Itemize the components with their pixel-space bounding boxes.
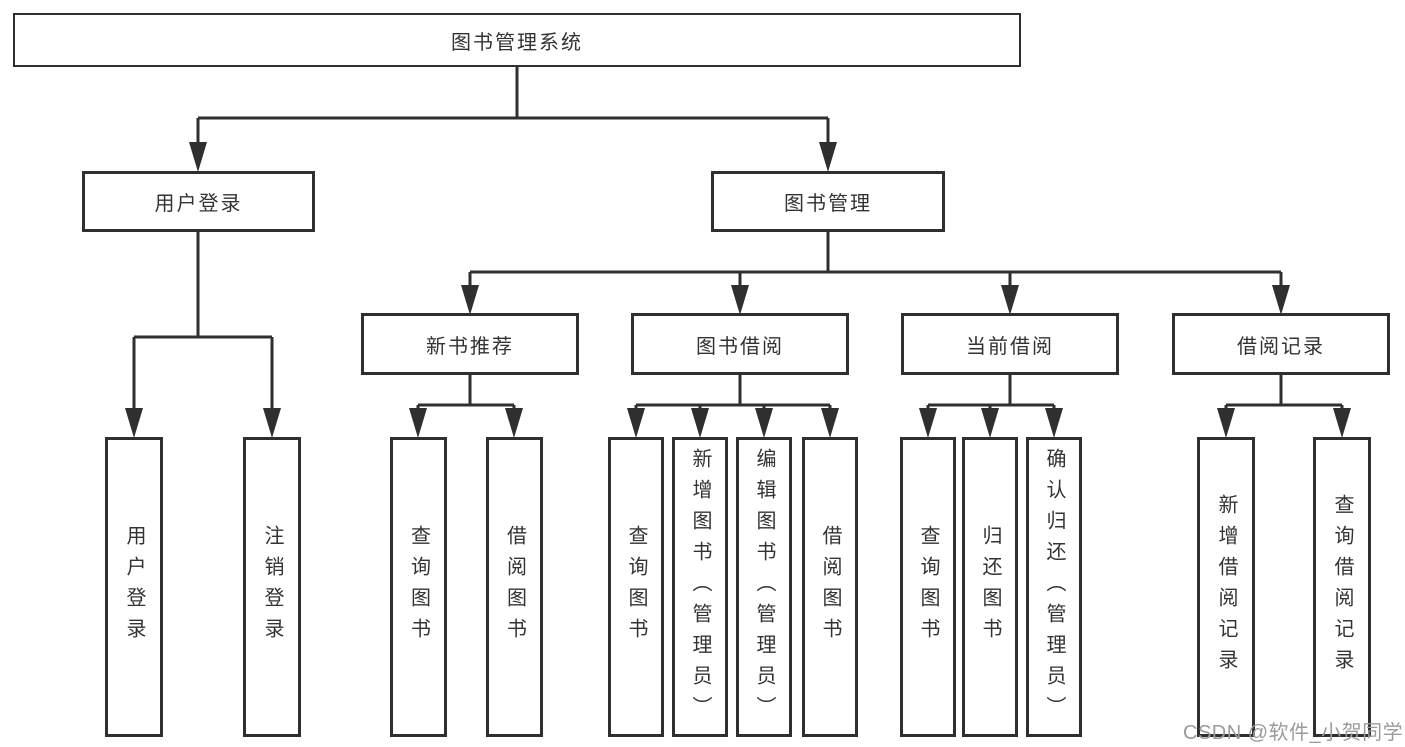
node-edit-books-admin: 编辑图书（管理员） — [736, 437, 792, 737]
node-label: 确认归还（管理员） — [1043, 447, 1065, 727]
node-label: 图书管理系统 — [451, 31, 583, 54]
node-label: 借阅记录 — [1237, 335, 1325, 358]
node-label: 新增图书（管理员） — [689, 447, 711, 727]
node-borrow-books-borrowing: 借阅图书 — [802, 437, 858, 737]
node-search-books-recommend: 查询图书 — [390, 437, 447, 737]
node-add-books-admin: 新增图书（管理员） — [672, 437, 728, 737]
node-logout: 注销登录 — [243, 437, 301, 737]
node-label: 图书管理 — [784, 193, 872, 215]
node-label: 新书推荐 — [426, 335, 514, 358]
node-label: 查询图书 — [625, 525, 647, 649]
node-label: 当前借阅 — [966, 335, 1054, 358]
node-user-login: 用户登录 — [82, 171, 315, 232]
node-book-management: 图书管理 — [711, 171, 945, 232]
node-user-login-leaf: 用户登录 — [105, 437, 163, 737]
node-borrow-records: 借阅记录 — [1172, 313, 1390, 375]
node-label: 查询图书 — [407, 525, 430, 649]
node-label: 查询图书 — [917, 525, 939, 649]
node-label: 新增借阅记录 — [1215, 494, 1237, 680]
node-new-book-recommendation: 新书推荐 — [361, 313, 579, 375]
node-label: 查询借阅记录 — [1331, 494, 1353, 680]
node-borrow-books-recommend: 借阅图书 — [486, 437, 543, 737]
node-search-books-borrowing: 查询图书 — [608, 437, 664, 737]
node-book-borrowing: 图书借阅 — [631, 313, 849, 375]
node-library-management-system: 图书管理系统 — [13, 13, 1021, 67]
arrowhead-icons — [125, 142, 1351, 438]
watermark: CSDN @软件_小贺同学 — [1183, 716, 1403, 745]
node-label: 编辑图书（管理员） — [753, 447, 775, 727]
node-search-borrow-record: 查询借阅记录 — [1313, 437, 1371, 737]
node-label: 用户登录 — [123, 525, 145, 649]
node-label: 归还图书 — [979, 525, 1001, 649]
node-label: 用户登录 — [154, 193, 243, 215]
node-confirm-return-admin: 确认归还（管理员） — [1026, 437, 1082, 737]
node-search-books-current: 查询图书 — [900, 437, 956, 737]
node-current-borrowing: 当前借阅 — [901, 313, 1119, 375]
node-label: 借阅图书 — [819, 525, 841, 649]
node-return-books: 归还图书 — [962, 437, 1018, 737]
node-label: 图书借阅 — [696, 335, 784, 358]
node-add-borrow-record: 新增借阅记录 — [1197, 437, 1255, 737]
node-label: 注销登录 — [261, 525, 283, 649]
watermark-text: CSDN @软件_小贺同学 — [1183, 722, 1404, 744]
node-label: 借阅图书 — [503, 525, 526, 649]
